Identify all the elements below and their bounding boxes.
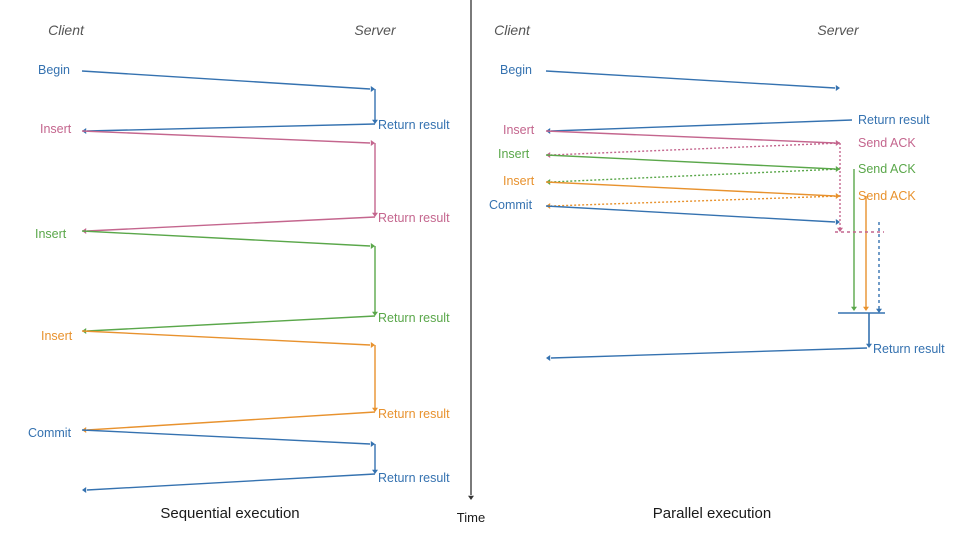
sequential-insert-1-request-arrow bbox=[81, 130, 371, 144]
parallel-begin-response-arrow bbox=[550, 119, 853, 132]
sequential-commit-server-bar-arrowhead bbox=[372, 469, 378, 474]
sequential-commit-response-arrowhead bbox=[82, 487, 87, 493]
parallel-insert-3-server-worker-arrowhead bbox=[863, 306, 869, 311]
sequential-insert-3-response-label: Return result bbox=[378, 407, 450, 421]
sequential-commit-request-label: Commit bbox=[28, 426, 72, 440]
sequential-begin-request-label: Begin bbox=[38, 63, 70, 77]
parallel-insert-3-ack-arrow bbox=[550, 195, 841, 207]
time-axis-label: Time bbox=[457, 510, 485, 525]
sequential-begin-request-arrow bbox=[81, 70, 371, 90]
parallel-begin-request-label: Begin bbox=[500, 63, 532, 77]
parallel-commit-request-arrowhead bbox=[835, 219, 840, 225]
sequential-commit-request-arrow bbox=[81, 429, 371, 445]
parallel-commit-response-arrowhead bbox=[546, 355, 551, 361]
sequential-commit-response-arrow bbox=[86, 473, 376, 491]
sequential-insert-1-server-bar-arrowhead bbox=[372, 212, 378, 217]
sequential-insert-3-server-bar-arrowhead bbox=[372, 407, 378, 412]
sequential-insert-2-request-arrow bbox=[81, 230, 371, 247]
sequential-insert-3-request-arrowhead bbox=[370, 342, 375, 348]
sequential-insert-1-request-label: Insert bbox=[40, 122, 72, 136]
parallel-insert-1-request-label: Insert bbox=[503, 123, 535, 137]
parallel-insert-2-ack-label: Send ACK bbox=[858, 162, 916, 176]
parallel-insert-1-request-arrowhead bbox=[835, 140, 840, 146]
lane-title-client-sequential: Client bbox=[48, 22, 85, 38]
parallel-insert-2-server-worker-arrowhead bbox=[851, 306, 857, 311]
sequential-insert-2-response-label: Return result bbox=[378, 311, 450, 325]
sequential-insert-3-response-arrow bbox=[86, 411, 376, 431]
lane-title-client-parallel: Client bbox=[494, 22, 531, 38]
parallel-commit-tail-arrowhead bbox=[866, 343, 872, 348]
parallel-insert-1-request-arrow bbox=[545, 130, 836, 144]
parallel-insert-3-ack-label: Send ACK bbox=[858, 189, 916, 203]
parallel-begin-request-arrow bbox=[545, 70, 836, 89]
lane-title-server-parallel: Server bbox=[817, 22, 860, 38]
parallel-insert-2-request-label: Insert bbox=[498, 147, 530, 161]
sequential-begin-response-arrow bbox=[86, 123, 376, 132]
parallel-commit-request-label: Commit bbox=[489, 198, 533, 212]
lane-title-server-sequential: Server bbox=[354, 22, 397, 38]
panel-caption-sequential: Sequential execution bbox=[160, 505, 299, 522]
parallel-insert-1-server-worker-arrowhead bbox=[837, 227, 843, 232]
sequential-insert-3-request-label: Insert bbox=[41, 329, 73, 343]
parallel-begin-request-arrowhead bbox=[835, 85, 840, 91]
parallel-insert-2-request-arrow bbox=[545, 154, 836, 170]
sequential-insert-2-request-label: Insert bbox=[35, 227, 67, 241]
time-axis-arrowhead bbox=[468, 495, 474, 500]
sequential-begin-server-bar-arrowhead bbox=[372, 119, 378, 124]
parallel-commit-server-worker-arrowhead bbox=[876, 308, 882, 313]
sequential-begin-request-arrowhead bbox=[370, 86, 375, 92]
panel-caption-parallel: Parallel execution bbox=[653, 505, 771, 522]
sequential-insert-2-request-arrowhead bbox=[370, 243, 375, 249]
parallel-begin-response-label: Return result bbox=[858, 113, 930, 127]
sequential-insert-1-response-label: Return result bbox=[378, 211, 450, 225]
sequential-commit-response-label: Return result bbox=[378, 471, 450, 485]
parallel-commit-response-label: Return result bbox=[873, 342, 945, 356]
sequential-insert-1-response-arrow bbox=[86, 216, 376, 232]
parallel-commit-response-arrow bbox=[550, 347, 868, 359]
parallel-insert-1-ack-label: Send ACK bbox=[858, 136, 916, 150]
sequential-begin-response-label: Return result bbox=[378, 118, 450, 132]
sequential-insert-3-request-arrow bbox=[81, 330, 371, 346]
parallel-insert-2-request-arrowhead bbox=[835, 166, 840, 172]
sequential-commit-request-arrowhead bbox=[370, 441, 375, 447]
sequential-insert-2-server-bar-arrowhead bbox=[372, 311, 378, 316]
parallel-insert-1-ack-arrow bbox=[550, 142, 841, 156]
parallel-insert-3-request-label: Insert bbox=[503, 174, 535, 188]
parallel-insert-3-request-arrowhead bbox=[835, 193, 840, 199]
sequential-insert-2-response-arrow bbox=[86, 315, 376, 332]
parallel-commit-request-arrow bbox=[545, 205, 836, 223]
sequential-insert-1-request-arrowhead bbox=[370, 140, 375, 146]
parallel-insert-3-request-arrow bbox=[545, 181, 836, 197]
parallel-insert-2-ack-arrow bbox=[550, 168, 841, 183]
